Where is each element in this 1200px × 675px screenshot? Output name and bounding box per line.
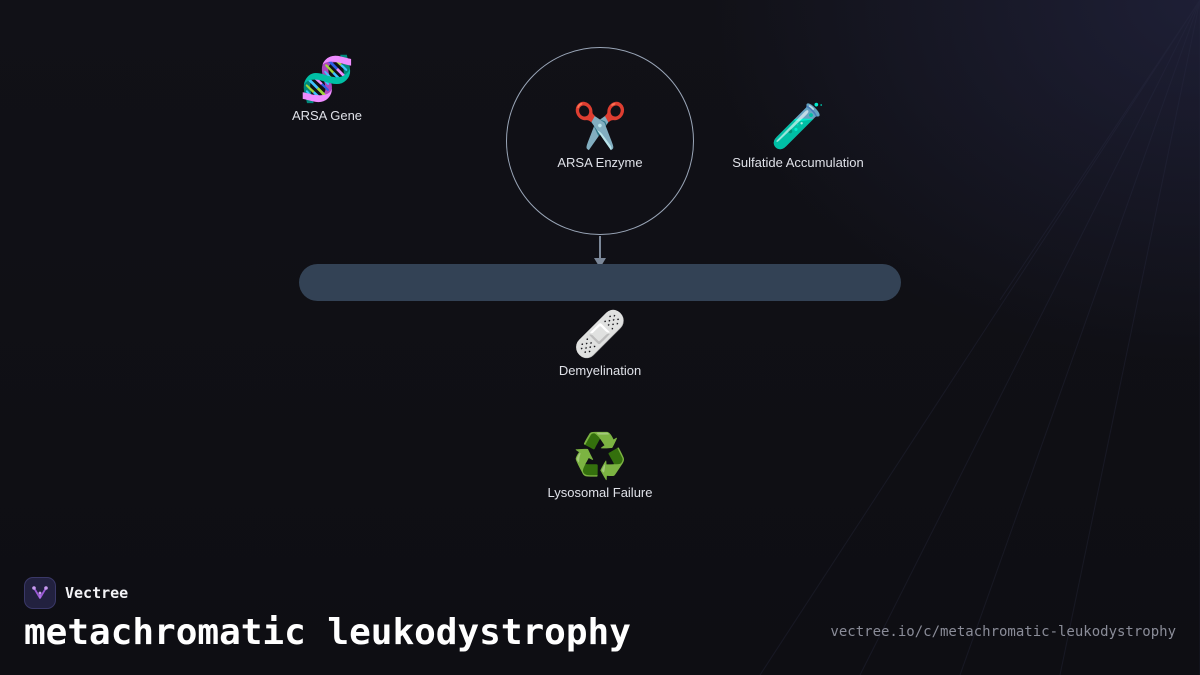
node-label: ARSA Enzyme [557, 155, 643, 170]
dna-icon: 🧬 [299, 55, 355, 104]
pathway-bar [299, 264, 901, 301]
node-label: Lysosomal Failure [547, 485, 653, 500]
node-lysosomal-failure[interactable]: ♻️ Lysosomal Failure [530, 432, 670, 501]
recycle-icon: ♻️ [572, 432, 628, 481]
node-demyelination[interactable]: 🩹 Demyelination [530, 310, 670, 379]
node-label: Demyelination [558, 363, 642, 378]
brand-name: Vectree [65, 584, 129, 602]
node-sulfatide-accumulation[interactable]: 🧪 Sulfatide Accumulation [718, 102, 878, 171]
enzyme-highlight-circle [506, 47, 694, 235]
bandage-icon: 🩹 [572, 310, 628, 359]
connector-arrowhead [594, 258, 606, 268]
scissors-icon: ✂️ [572, 102, 628, 151]
vectree-logo-icon [24, 577, 56, 609]
node-label: Sulfatide Accumulation [732, 155, 864, 170]
page-title: metachromatic leukodystrophy [24, 612, 631, 653]
page-url[interactable]: vectree.io/c/metachromatic-leukodystroph… [830, 624, 1176, 640]
connector-line [599, 236, 601, 260]
node-arsa-enzyme[interactable]: ✂️ ARSA Enzyme [530, 102, 670, 171]
brand[interactable]: Vectree [24, 577, 128, 609]
node-label: ARSA Gene [291, 108, 363, 123]
test-tube-icon: 🧪 [770, 102, 826, 151]
node-arsa-gene[interactable]: 🧬 ARSA Gene [267, 55, 387, 124]
